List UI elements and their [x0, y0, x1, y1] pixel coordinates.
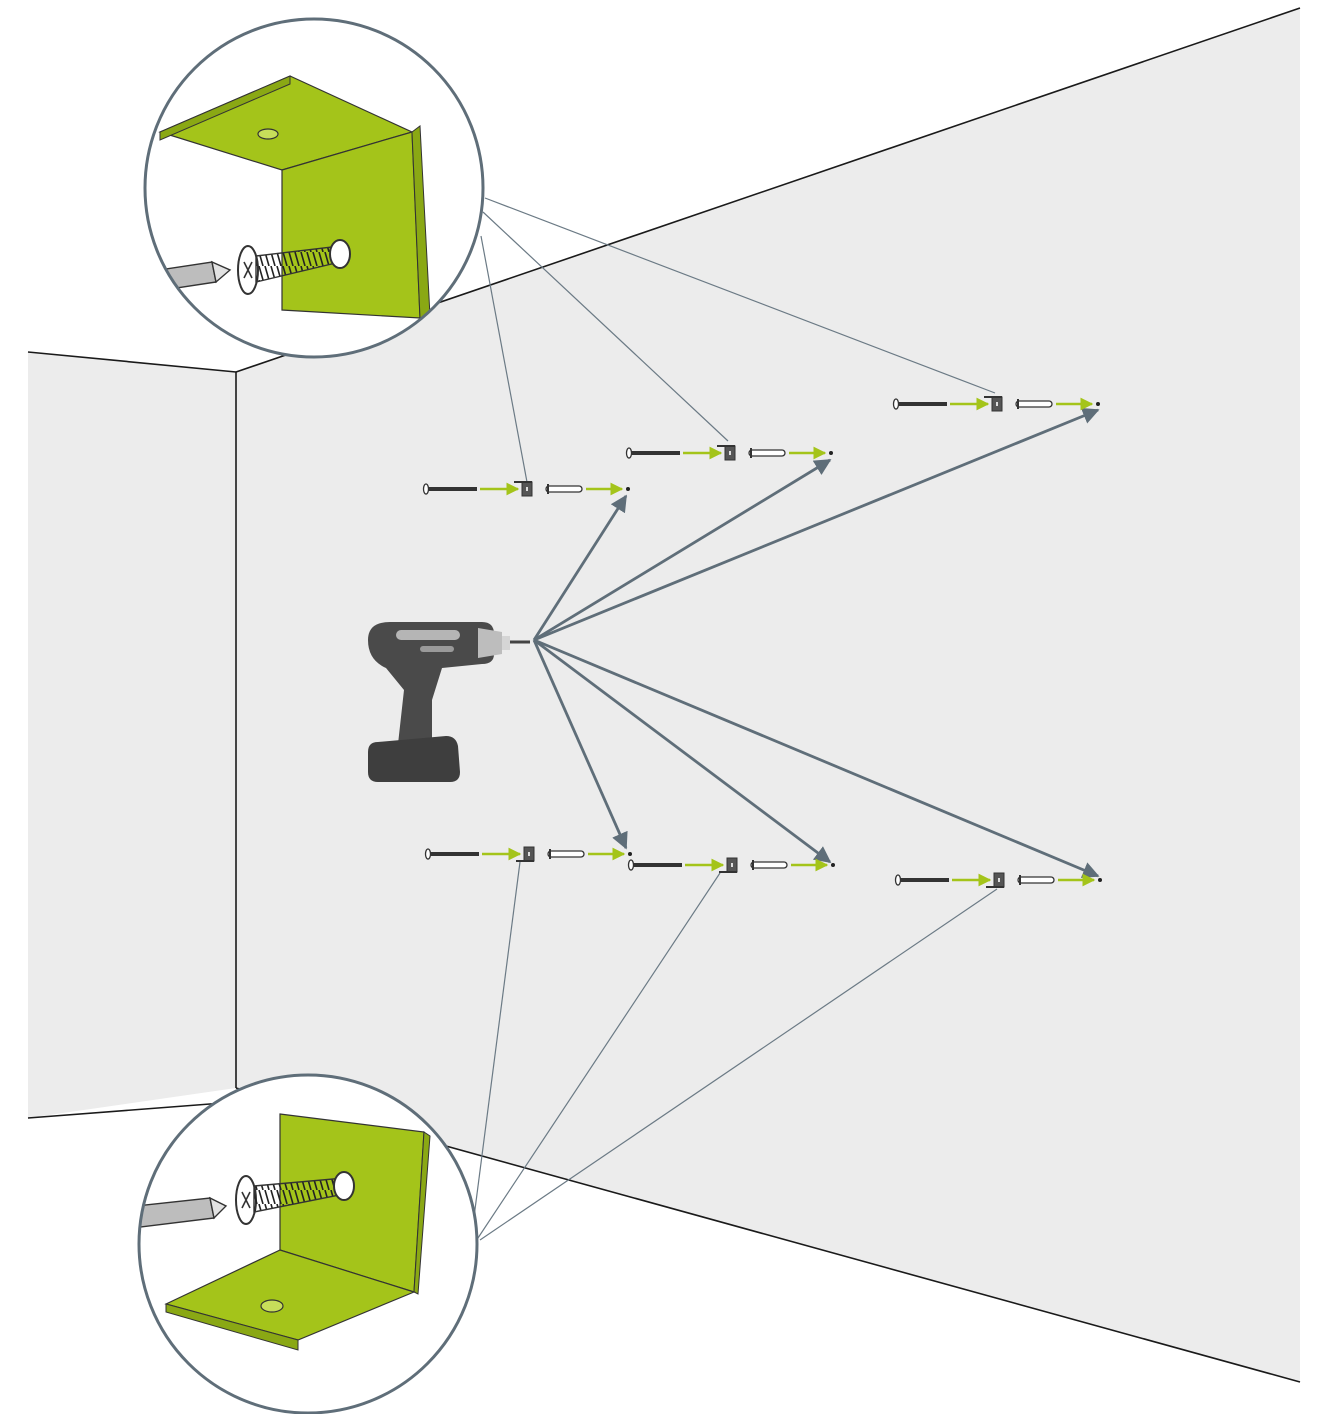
drill-hole [628, 852, 632, 856]
fixing-sequence [422, 481, 630, 497]
screw-icon [237, 239, 351, 295]
drill-arrow [533, 638, 1100, 878]
leader-line [482, 211, 729, 442]
drill-hole [1098, 878, 1102, 882]
drill-arrow [533, 458, 832, 642]
drill-hole [831, 863, 835, 867]
screw-icon [235, 1171, 355, 1225]
fixing-sequence [894, 872, 1102, 888]
bracket-hole [260, 1299, 284, 1313]
wall-plug-icon [748, 448, 786, 458]
bracket-detail-bottom [137, 1073, 479, 1414]
leader-line [480, 235, 528, 483]
wall-plug-icon [547, 849, 585, 859]
drill-icon [368, 622, 530, 782]
bracket-icon [717, 445, 736, 461]
fixing-sequence [625, 445, 833, 461]
fixing-sequence [627, 857, 835, 873]
wall-plug-icon [750, 860, 788, 870]
bracket-detail-top [143, 17, 485, 359]
fixing-sequence [424, 846, 632, 862]
side-wall [28, 352, 236, 1118]
bracket-icon [986, 872, 1005, 888]
drill-arrow [533, 407, 1100, 642]
leader-line [479, 888, 998, 1241]
drill-arrow [532, 494, 628, 641]
leader-line [473, 872, 721, 1245]
wall-plug-icon [545, 484, 583, 494]
drill-hole [626, 487, 630, 491]
drill-arrows [532, 407, 1100, 878]
bracket-icon [514, 481, 533, 497]
screw-icon [424, 848, 479, 860]
screw-icon [422, 483, 477, 495]
wall-plug-icon [1017, 875, 1055, 885]
floor-line-left [27, 1101, 237, 1119]
bracket-hole [257, 128, 279, 140]
drill-arrow [532, 639, 628, 850]
bracket-icon [516, 846, 535, 862]
fixing-sequence [892, 396, 1100, 412]
bracket-icon [719, 857, 738, 873]
leader-line [469, 861, 521, 1249]
screw-icon [892, 398, 947, 410]
ceiling-line-left [27, 351, 237, 373]
drill-arrow [533, 638, 832, 864]
drill-hole [1096, 402, 1100, 406]
leader-line [484, 197, 996, 394]
fixing-sequences [422, 396, 1102, 888]
screw-icon [894, 874, 949, 886]
bracket-icon [984, 396, 1003, 412]
screw-icon [625, 447, 680, 459]
screw-icon [627, 859, 682, 871]
wall-plug-icon [1015, 399, 1053, 409]
leader-lines [469, 197, 998, 1249]
screwdriver-icon [139, 1196, 228, 1235]
drill-hole [829, 451, 833, 455]
